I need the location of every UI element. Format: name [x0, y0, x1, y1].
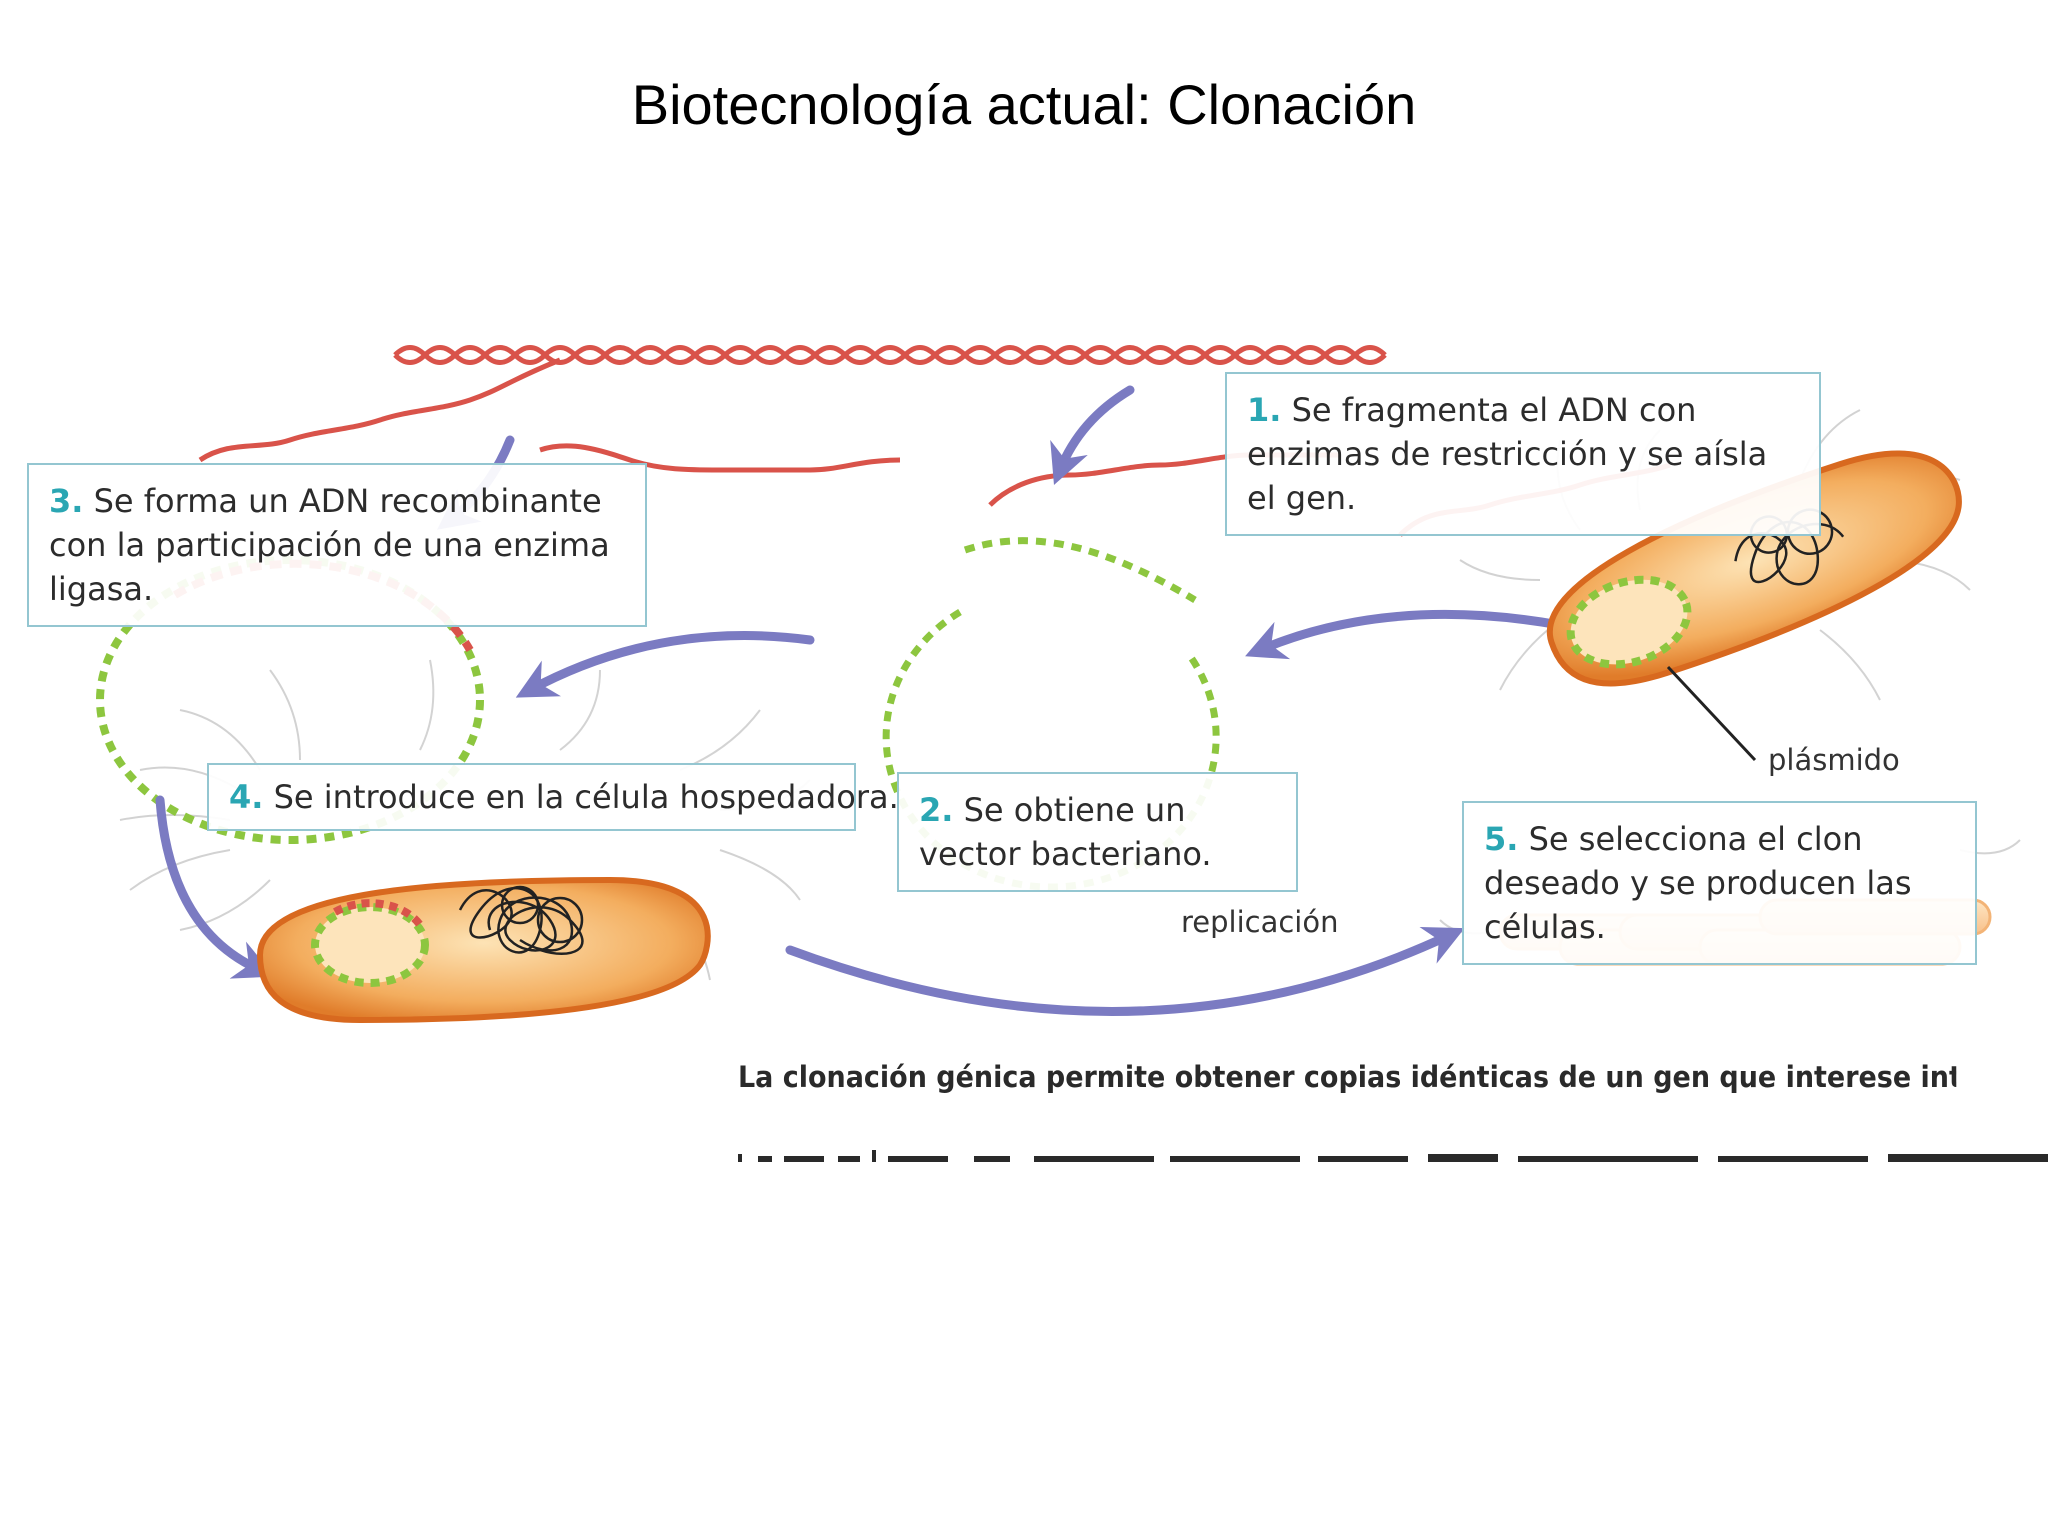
arrow-to-host-cell	[155, 795, 275, 979]
step-5-panel: 5. Se selecciona el clon deseado y se pr…	[1462, 801, 1977, 965]
arrow-vector-to-recombinant	[515, 631, 815, 698]
step-1-panel: 1. Se fragmenta el ADN con enzimas de re…	[1225, 372, 1821, 536]
arrow-step1-to-plasmid	[1050, 385, 1135, 486]
arrow-replication	[785, 926, 1465, 1016]
step-5-number: 5.	[1484, 820, 1519, 858]
step-2-number: 2.	[919, 791, 954, 829]
replication-label: replicación	[1181, 905, 1339, 939]
plasmid-pointer-line	[1666, 665, 1757, 762]
step-4-number: 4.	[229, 778, 264, 816]
clone-cell	[1546, 450, 1962, 687]
dna-fragment	[539, 443, 901, 473]
step-3-text: Se forma un ADN recombinante con la part…	[49, 482, 610, 608]
slide-title: Biotecnología actual: Clonación	[631, 73, 1417, 136]
step-5-text: Se selecciona el clon deseado y se produ…	[1484, 820, 1912, 946]
long-dna-strand-2	[393, 345, 1387, 365]
host-cell	[256, 876, 711, 1024]
step-2-text: Se obtiene un vector bacteriano.	[919, 791, 1212, 873]
step-4-panel: 4. Se introduce en la célula hospedadora…	[207, 763, 899, 831]
plasmid-label: plásmido	[1768, 743, 1900, 777]
figure-caption: La clonación génica permite obtener copi…	[738, 1060, 1956, 1094]
arrow-cell-to-vector	[1245, 609, 1565, 660]
truncated-text-line	[738, 1148, 2048, 1162]
step-2-panel: 2. Se obtiene un vector bacteriano.	[897, 772, 1298, 892]
step-1-number: 1.	[1247, 391, 1282, 429]
step-3-panel: 3. Se forma un ADN recombinante con la p…	[27, 463, 647, 627]
process-arrows	[155, 385, 1565, 1016]
host-cell-plasmid	[311, 903, 429, 987]
step-4-text: Se introduce en la célula hospedadora.	[273, 778, 899, 816]
host-cell-chromosome	[458, 885, 584, 955]
dna-fragment	[198, 357, 561, 463]
step-3-number: 3.	[49, 482, 84, 520]
clone-cell-plasmid	[1566, 575, 1692, 669]
step-1-text: Se fragmenta el ADN con enzimas de restr…	[1247, 391, 1768, 517]
